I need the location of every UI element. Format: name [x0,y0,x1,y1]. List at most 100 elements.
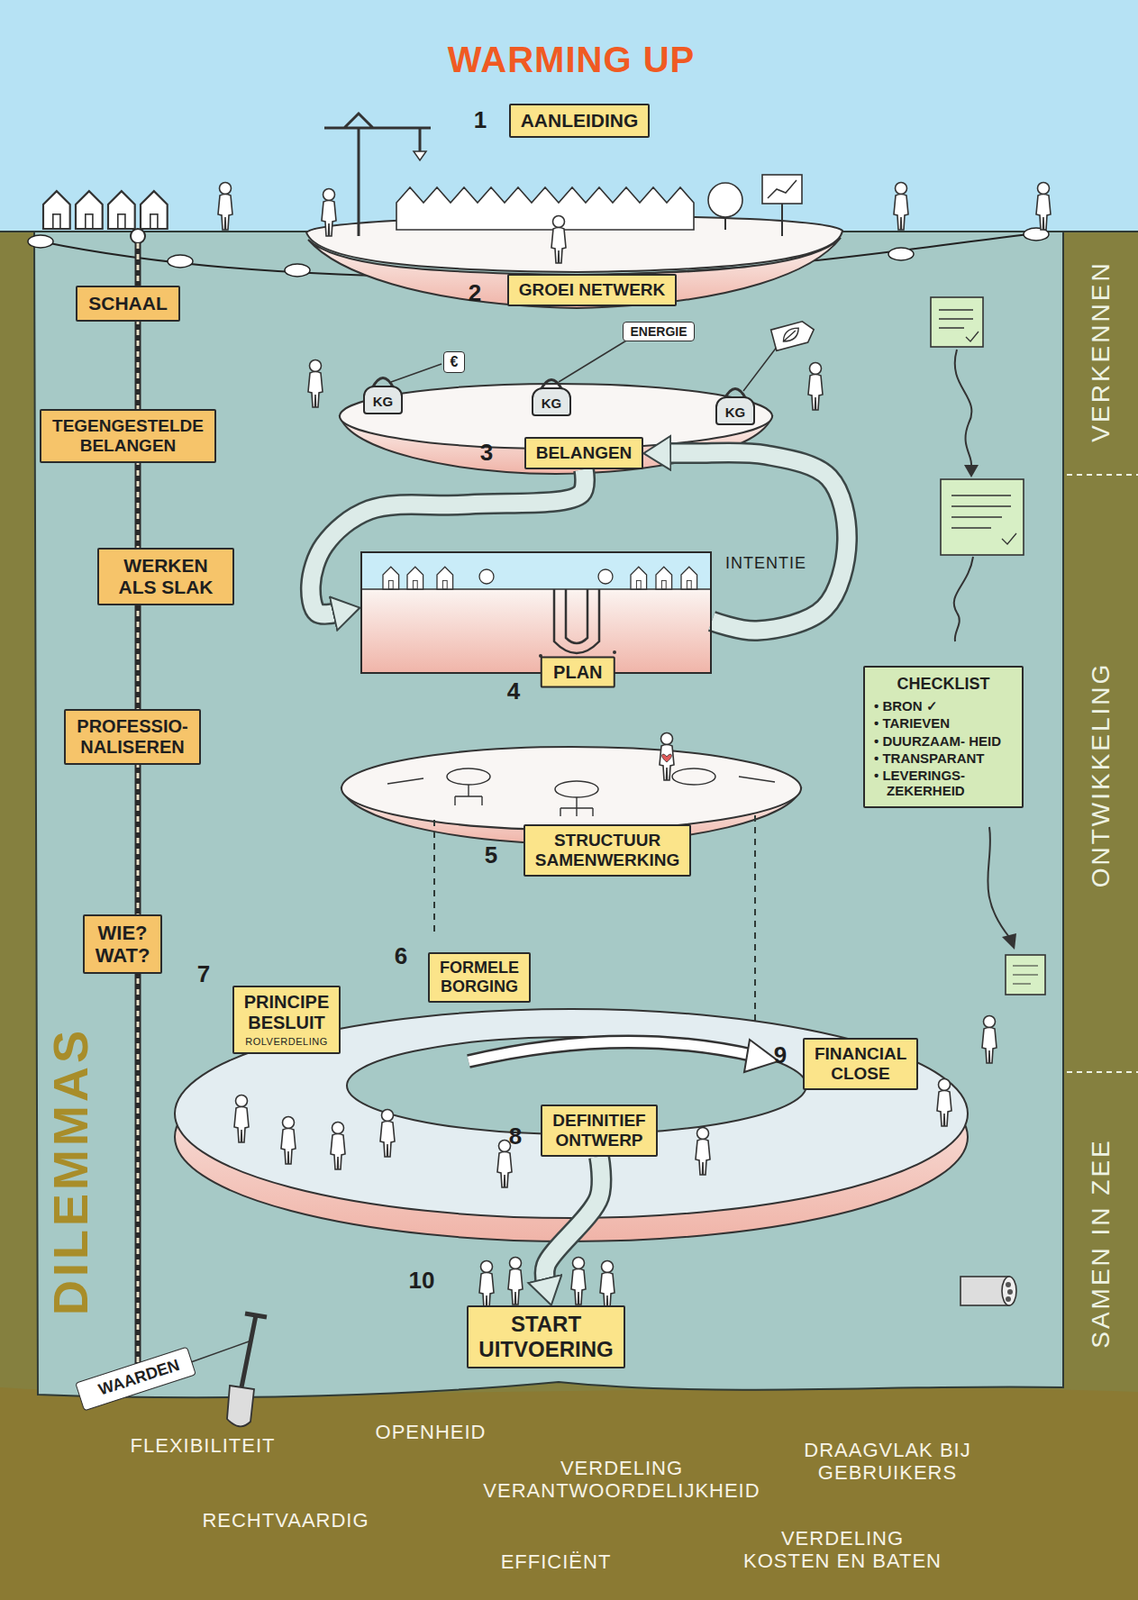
plan-picture [681,566,698,590]
node-subtext: • DUURZAAM- HEID [873,733,1013,749]
ring-people [234,1095,249,1144]
sky-and-ground [0,230,1138,1600]
value-word: FLEXIBILITEIT [130,1434,276,1457]
interests-platform [808,363,823,411]
phase-separator [1066,474,1138,1073]
interests-platform [781,327,802,343]
connector-outline [310,469,585,615]
shovel [241,1315,256,1388]
interests-platform [771,318,818,351]
plan-picture [554,589,600,654]
node-text: STRUCTUUR SAMENWERKING [535,830,680,871]
village [43,191,71,229]
document-sheets [930,297,1046,995]
pipe-symbol [1005,1282,1011,1288]
step-label: PRINCIPE BESLUITROLVERDELING [232,985,341,1055]
connector-body [545,1156,602,1284]
town-island [396,187,694,230]
surface-people [218,182,233,231]
document-sheets [938,309,979,342]
value-word: OPENHEID [375,1420,487,1444]
value-word: DRAAGVLAK BIJ GEBRUIKERS [783,1438,992,1485]
phase-separator [1066,474,1138,1073]
node-text: SCHAAL [88,292,168,315]
weight-box: KG [363,385,404,414]
weight-box: KG [531,387,573,416]
village [75,191,103,229]
node-text: TEGENGESTELDE BELANGEN [52,416,204,456]
node-text: FORMELE BORGING [439,958,519,996]
dashed-guide [434,815,756,1023]
network-line [284,264,310,277]
surface-people [321,189,337,237]
town-island [781,203,783,237]
callout-number: 4 [507,678,520,706]
node-text: WAARDEN [95,1356,182,1400]
tag-label: WAARDEN [74,1346,197,1412]
section-title: DILEMMAS [42,1027,99,1316]
callout-number: 5 [484,842,498,870]
surface-people [218,182,1051,265]
callout-number: 10 [409,1267,436,1295]
interests-platform [771,318,818,351]
dilemma-box: TEGENGESTELDE BELANGEN [39,409,217,464]
dilemma-box: SCHAAL [75,285,181,322]
surface-people [893,182,909,231]
node-subtext: • TRANSPARANT [873,750,1013,766]
rope [130,228,146,1393]
node-text: KG [541,395,563,411]
document-sheets [940,479,1024,556]
intent-note: INTENTIE [725,554,807,574]
process-ring [174,1009,968,1242]
start-people [479,1261,494,1310]
node-subtext: • BRON ✓ [873,698,1013,714]
step-label: AANLEIDING [509,103,651,138]
shovel [191,1340,252,1363]
plan-picture [360,551,712,674]
structure-disc [555,781,599,798]
connector-arrow [665,452,847,631]
town-island [767,180,797,199]
step-label: STRUCTUUR SAMENWERKING [523,824,692,877]
plan-picture [655,566,673,590]
process-ring [744,1039,779,1073]
document-sheets [987,827,1010,938]
node-subtext: ROLVERDELING [244,1036,329,1048]
sky-and-ground [34,231,1064,1398]
start-people [571,1257,586,1306]
node-text: WIE? WAT? [95,921,151,968]
phase-name: ONTWIKKELING [1086,662,1116,889]
phase-name: SAMEN IN ZEE [1086,1138,1116,1349]
step-label: FORMELE BORGING [427,952,531,1002]
document-sheets [951,495,1017,545]
ring-people [330,1122,346,1171]
callout-number: 2 [468,280,482,308]
document-sheets [930,297,984,347]
network-line [167,254,193,268]
poster-title: WARMING UP [447,38,695,81]
document-sheets [1012,965,1038,984]
town-island [324,113,431,237]
dilemma-box: PROFESSIO- NALISEREN [63,709,201,765]
structure-disc [446,768,491,785]
ring-people [281,1117,296,1166]
surface-people [551,216,566,265]
town-island [708,182,743,218]
callout-number: 9 [773,1042,787,1070]
node-text: FINANCIAL CLOSE [814,1044,907,1084]
node-text: CHECKLIST [873,674,1013,694]
pipe-symbol [1007,1289,1013,1295]
callout-number: 8 [509,1123,522,1151]
rope [130,228,146,244]
plan-picture [360,551,712,590]
pipe-symbol [1005,1296,1011,1302]
callout-number: 6 [394,943,408,971]
node-text: BELANGEN [536,443,633,464]
value-word: VERDELING VERANTWOORDELIJKHEID [450,1456,793,1503]
step-label: DEFINITIEF ONTWERP [540,1104,657,1157]
document-sheets [964,464,979,478]
node-text: KG [373,393,394,410]
